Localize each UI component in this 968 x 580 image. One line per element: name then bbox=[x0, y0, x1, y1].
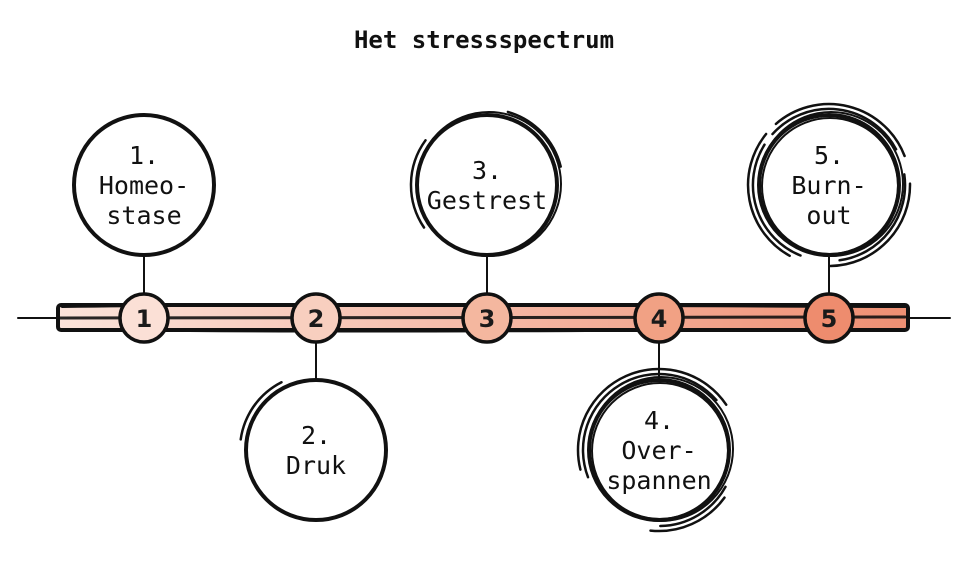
stage-bubble bbox=[587, 378, 731, 522]
stage-marker-number: 4 bbox=[651, 305, 668, 333]
stage-label-line: Burn- bbox=[791, 171, 866, 200]
stress-scribble bbox=[576, 367, 728, 533]
stage-marker-number: 5 bbox=[821, 305, 838, 333]
stage-label-line: 1. bbox=[129, 141, 159, 170]
stage-marker bbox=[803, 292, 855, 344]
stage-bubble bbox=[72, 113, 216, 257]
bubble-inner-outline bbox=[591, 382, 729, 520]
stage-label-line: Homeo- bbox=[99, 171, 189, 200]
stage-label-line: 2. bbox=[301, 421, 331, 450]
stage-bubble bbox=[244, 378, 388, 522]
stage-marker bbox=[461, 292, 513, 344]
stage-marker-number: 1 bbox=[136, 305, 153, 333]
stage-label-line: 3. bbox=[472, 156, 502, 185]
stress-scribble bbox=[409, 110, 562, 229]
stage-2: 2.Druk 2 bbox=[239, 292, 388, 522]
stage-5: 5.Burn-out 5 bbox=[746, 102, 912, 344]
stage-marker-number: 2 bbox=[308, 305, 325, 333]
stage-marker-number: 3 bbox=[479, 305, 496, 333]
bubble-inner-outline bbox=[761, 117, 899, 255]
stage-label-line: 5. bbox=[814, 141, 844, 170]
spectrum-bar-sketch-outline bbox=[61, 304, 907, 308]
stage-label-line: out bbox=[806, 201, 851, 230]
stress-scribble bbox=[746, 102, 912, 268]
stage-bubble bbox=[757, 113, 901, 257]
stage-1: 1.Homeo-stase 1 bbox=[72, 113, 216, 344]
diagram-title: Het stressspectrum bbox=[354, 26, 614, 54]
stage-label-line: spannen bbox=[606, 466, 711, 495]
stage-label-line: Gestrest bbox=[427, 186, 547, 215]
stage-label-line: stase bbox=[106, 201, 181, 230]
stage-marker bbox=[118, 292, 170, 344]
stage-3: 3.Gestrest 3 bbox=[409, 110, 562, 344]
stages: 1.Homeo-stase 1 2.Druk 2 3.Gestrest 3 4.Over-s… bbox=[72, 102, 912, 533]
stage-4: 4.Over-spannen 4 bbox=[576, 292, 734, 533]
stage-label-line: 4. bbox=[644, 406, 674, 435]
stage-marker bbox=[290, 292, 342, 344]
stage-label-line: Druk bbox=[286, 451, 346, 480]
stage-label-line: Over- bbox=[621, 436, 696, 465]
stage-bubble bbox=[415, 113, 559, 257]
stress-scribble bbox=[239, 381, 283, 441]
stage-marker bbox=[633, 292, 685, 344]
